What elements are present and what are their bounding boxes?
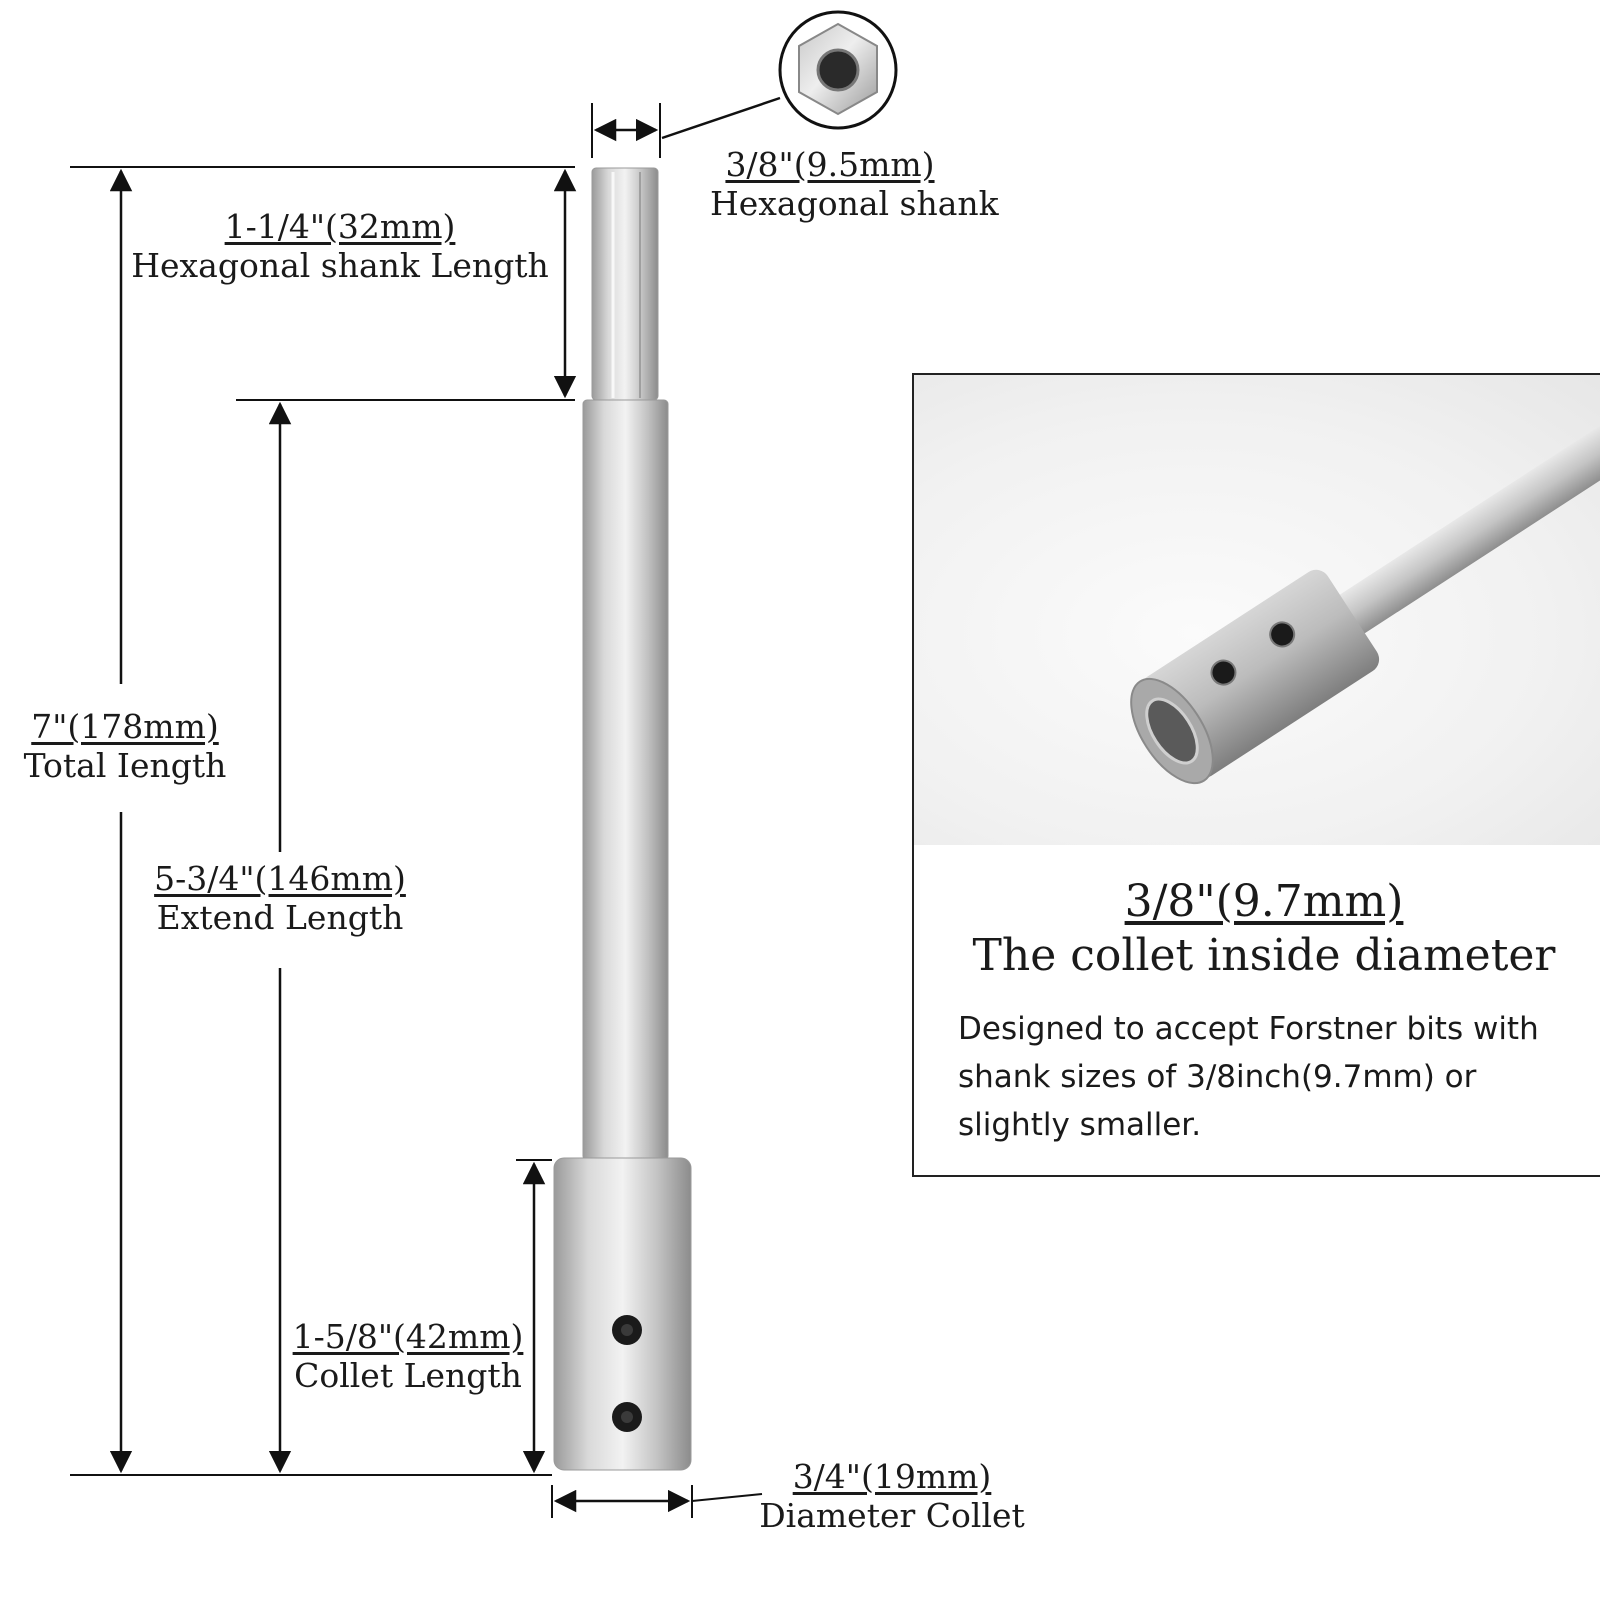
extend-length-caption: Extend Length <box>156 897 404 937</box>
closeup-collet-bore <box>1145 697 1199 765</box>
collet-inside-diameter-title: 3/8"(9.7mm) The collet inside diameter <box>914 875 1600 982</box>
hex-length-label: 1-1/4"(32mm) Hexagonal shank Length <box>120 207 560 286</box>
collet-diameter-leader <box>691 1493 763 1502</box>
collet-closeup-photo <box>914 375 1600 845</box>
hex-diameter-label: 3/8"(9.5mm) Hexagonal shank <box>710 145 999 224</box>
total-length-caption: Total Iength <box>23 745 227 785</box>
hex-end-leader <box>661 96 781 140</box>
hex-shank <box>591 167 659 401</box>
extension-rod <box>582 399 669 1161</box>
collet-body <box>553 1157 692 1471</box>
collet-inside-diameter-value: 3/8"(9.7mm) <box>1124 876 1404 927</box>
hex-diameter-value: 3/8"(9.5mm) <box>725 145 935 184</box>
hex-end-bore <box>816 48 860 92</box>
collet-inside-diameter-caption: The collet inside diameter <box>972 929 1556 981</box>
hex-end-detail <box>661 10 898 140</box>
collet-description: Designed to accept Forstner bits with sh… <box>958 1011 1539 1144</box>
dimension-arrows <box>109 118 691 1513</box>
closeup-screw-2 <box>1269 621 1296 648</box>
closeup-rod <box>1287 403 1600 667</box>
total-length-value: 7"(178mm) <box>31 707 219 746</box>
hex-diameter-caption: Hexagonal shank <box>710 183 999 223</box>
collet-diameter-caption: Diameter Collet <box>759 1495 1025 1535</box>
collet-closeup-drawing <box>1130 403 1600 785</box>
collet-detail-panel: 3/8"(9.7mm) The collet inside diameter D… <box>912 373 1600 1177</box>
set-screw-upper-inner <box>621 1324 633 1336</box>
hex-length-value: 1-1/4"(32mm) <box>224 207 456 246</box>
extend-length-value: 5-3/4"(146mm) <box>154 859 406 898</box>
closeup-screw-1 <box>1210 659 1237 686</box>
extension-tool <box>553 167 692 1471</box>
extend-length-label: 5-3/4"(146mm) Extend Length <box>150 859 410 938</box>
hex-length-caption: Hexagonal shank Length <box>131 245 549 285</box>
set-screw-lower-inner <box>621 1411 633 1423</box>
collet-diameter-label: 3/4"(19mm) Diameter Collet <box>752 1457 1032 1536</box>
collet-length-value: 1-5/8"(42mm) <box>292 1317 524 1356</box>
reference-lines <box>70 103 763 1518</box>
total-length-label: 7"(178mm) Total Iength <box>5 707 245 786</box>
collet-diameter-value: 3/4"(19mm) <box>792 1457 992 1496</box>
collet-length-label: 1-5/8"(42mm) Collet Length <box>288 1317 528 1396</box>
collet-length-caption: Collet Length <box>294 1355 522 1395</box>
